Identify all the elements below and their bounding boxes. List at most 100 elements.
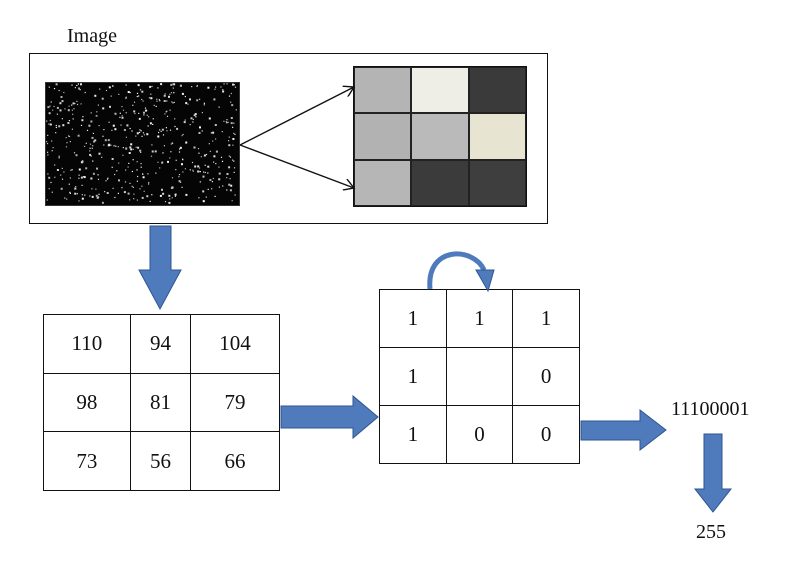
noise-speck — [198, 132, 201, 134]
noise-speck — [178, 151, 181, 153]
noise-speck — [228, 155, 230, 157]
binary-cell: 0 — [512, 347, 580, 406]
noise-speck — [96, 115, 98, 117]
noise-speck — [146, 133, 149, 136]
noise-speck — [179, 148, 181, 150]
noise-speck — [52, 147, 54, 149]
noise-speck — [218, 178, 221, 181]
noise-speck — [189, 124, 191, 126]
pixel-cell: 94 — [129, 314, 192, 374]
noise-speck — [208, 143, 210, 145]
noise-speck — [71, 104, 73, 106]
noise-speck — [184, 119, 186, 121]
noise-speck — [92, 160, 94, 162]
noise-speck — [148, 183, 150, 185]
noise-image — [45, 82, 240, 206]
noise-speck — [168, 201, 171, 204]
binary-cell-center — [445, 347, 514, 406]
noise-speck — [110, 95, 112, 97]
noise-speck — [66, 198, 68, 200]
noise-speck — [132, 104, 134, 106]
noise-speck — [126, 124, 129, 127]
noise-speck — [223, 83, 225, 85]
noise-speck — [233, 171, 235, 173]
noise-speck — [150, 97, 153, 100]
noise-speck — [95, 188, 97, 190]
noise-speck — [131, 185, 133, 187]
noise-speck — [64, 197, 66, 199]
noise-speck — [76, 193, 78, 195]
noise-speck — [77, 134, 80, 137]
zoom-line-bottom — [239, 144, 354, 188]
noise-speck — [48, 176, 51, 179]
noise-speck — [78, 87, 80, 90]
noise-speck — [159, 129, 161, 131]
noise-speck — [196, 99, 199, 102]
noise-speck — [92, 172, 95, 175]
noise-speck — [47, 151, 49, 153]
noise-speck — [74, 87, 76, 89]
noise-speck — [114, 112, 117, 115]
noise-speck — [107, 139, 110, 142]
noise-speck — [58, 89, 60, 92]
noise-speck — [214, 124, 217, 126]
pixel-cell: 104 — [190, 314, 280, 374]
noise-speck — [90, 112, 92, 114]
noise-speck — [47, 173, 49, 175]
down-arrow-to-result — [693, 433, 733, 513]
noise-speck — [71, 169, 73, 171]
noise-speck — [181, 186, 183, 188]
noise-speck — [169, 157, 171, 159]
noise-speck — [46, 199, 48, 201]
noise-speck — [185, 193, 188, 196]
noise-speck — [127, 192, 130, 195]
noise-speck — [157, 161, 159, 163]
noise-speck — [198, 197, 200, 199]
sample-cell — [354, 113, 412, 160]
noise-speck — [154, 150, 157, 153]
noise-speck — [85, 142, 87, 144]
noise-speck — [81, 119, 84, 122]
noise-speck — [172, 87, 174, 89]
noise-speck — [121, 115, 123, 117]
noise-speck — [162, 192, 165, 195]
noise-speck — [122, 154, 124, 156]
noise-speck — [164, 201, 167, 203]
noise-speck — [51, 191, 53, 193]
noise-speck — [81, 194, 83, 196]
noise-speck — [112, 187, 114, 189]
noise-speck — [96, 167, 98, 170]
noise-speck — [182, 158, 184, 160]
noise-speck — [64, 108, 66, 110]
noise-speck — [221, 160, 224, 162]
noise-speck — [153, 104, 155, 106]
noise-speck — [81, 197, 84, 200]
noise-speck — [49, 105, 51, 107]
noise-speck — [124, 181, 127, 183]
noise-speck — [118, 93, 120, 95]
noise-speck — [132, 159, 134, 161]
noise-speck — [234, 194, 236, 196]
noise-speck — [169, 93, 171, 95]
noise-speck — [125, 147, 128, 150]
noise-speck — [112, 85, 114, 87]
noise-speck — [133, 193, 135, 195]
pixel-cell: 110 — [43, 314, 131, 374]
noise-speck — [61, 178, 64, 180]
noise-speck — [129, 127, 131, 130]
noise-speck — [117, 192, 119, 194]
noise-speck — [218, 172, 221, 175]
noise-speck — [147, 173, 149, 175]
noise-speck — [119, 112, 121, 114]
noise-speck — [52, 109, 54, 111]
noise-speck — [131, 170, 133, 173]
noise-speck — [207, 188, 209, 190]
noise-speck — [215, 150, 218, 153]
noise-speck — [71, 109, 73, 111]
noise-speck — [232, 126, 234, 128]
noise-speck — [184, 95, 186, 98]
noise-speck — [97, 197, 99, 199]
noise-speck — [144, 107, 147, 109]
noise-speck — [210, 132, 212, 134]
noise-speck — [109, 105, 111, 108]
